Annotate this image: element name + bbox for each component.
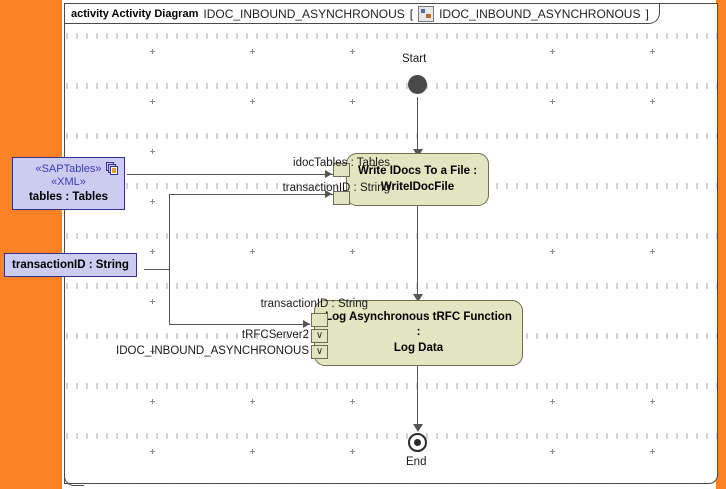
grid-cross [150,99,155,104]
object-node-name-tables: tables : Tables [28,191,109,204]
frame-bracket-close: ] [645,6,649,21]
frame-diagram-name: IDOC_INBOUND_ASYNCHRONOUS [203,6,405,21]
grid-cross [650,249,655,254]
edge-transactionid-down [169,269,170,324]
selection-bar-right [716,0,726,489]
edge-write-to-log [417,205,418,300]
pin-label-trfc-server2: tRFCServer2 [241,329,309,341]
input-pin-idoc-inbound-async[interactable]: ∨ [311,345,328,359]
grid-cross [550,449,555,454]
grid-cross [150,299,155,304]
edge-transactionid-stub [144,269,169,270]
grid-cross [150,199,155,204]
grid-cross [550,249,555,254]
final-node-label: End [406,456,427,468]
grid-cross [150,249,155,254]
object-node-stereotype-xml: «XML» [51,176,86,189]
grid-cross [250,399,255,404]
grid-cross [350,49,355,54]
edge-start-to-write [417,97,418,153]
initial-node-start[interactable] [408,75,427,94]
activity-log-line2: Log Data [393,341,444,354]
background-grid [65,4,717,483]
grid-cross [350,449,355,454]
selection-bar-left [0,0,62,489]
arrowhead-down [413,424,423,432]
grid-cross [250,249,255,254]
frame-bracket-open: [ [409,6,414,21]
edge-transactionid-to-write [169,194,342,195]
activity-diagram-frame: activity Activity Diagram IDOC_INBOUND_A… [64,3,718,484]
grid-cross [250,99,255,104]
grid-cross [150,399,155,404]
grid-cross [650,99,655,104]
grid-cross [150,149,155,154]
edge-label-idoc-tables: idocTables : Tables [293,157,390,169]
pin-label-idoc-inbound-async: IDOC_INBOUND_ASYNCHRONOUS [116,345,309,357]
activity-log-line1: Log Asynchronous tRFC Function : [325,311,512,339]
edge-label-transaction-id-bottom: transactionID : String [260,298,368,310]
input-pin-trfc-server2[interactable]: ∨ [311,329,328,343]
grid-cross [250,49,255,54]
grid-cross [350,399,355,404]
collection-icon [106,162,120,175]
object-node-sap-tables[interactable]: «SAPTables» «XML» tables : Tables [12,157,125,210]
grid-cross [650,399,655,404]
object-node-name-transaction-id: transactionID : String [12,258,129,271]
edge-log-to-end [417,366,418,428]
frame-header: activity Activity Diagram IDOC_INBOUND_A… [65,4,660,24]
frame-kind-label: activity Activity Diagram [71,7,199,20]
final-node-end[interactable] [408,433,427,452]
frame-corner-bottom-left [64,466,84,486]
grid-cross [150,49,155,54]
grid-cross [650,449,655,454]
object-node-transaction-id[interactable]: transactionID : String [4,253,137,277]
grid-cross [350,99,355,104]
edge-tables-to-write [127,174,342,175]
input-pin-log-transaction-id[interactable] [311,313,328,327]
arrowhead-right [325,170,332,178]
grid-cross [350,249,355,254]
frame-qualified-name: IDOC_INBOUND_ASYNCHRONOUS [439,6,641,21]
activity-diagram-icon [418,5,435,22]
final-node-inner-dot [414,439,421,446]
grid-cross [250,449,255,454]
initial-node-label: Start [402,53,427,65]
grid-cross [150,449,155,454]
grid-cross [550,99,555,104]
edge-transactionid-to-log [169,324,310,325]
arrowhead-right [303,320,310,328]
grid-cross [550,49,555,54]
edge-label-transaction-id-top: transactionID : String [282,182,390,194]
object-node-stereotype-saptables: «SAPTables» [35,162,102,175]
grid-cross [550,399,555,404]
grid-cross [650,49,655,54]
edge-transactionid-up [169,194,170,269]
